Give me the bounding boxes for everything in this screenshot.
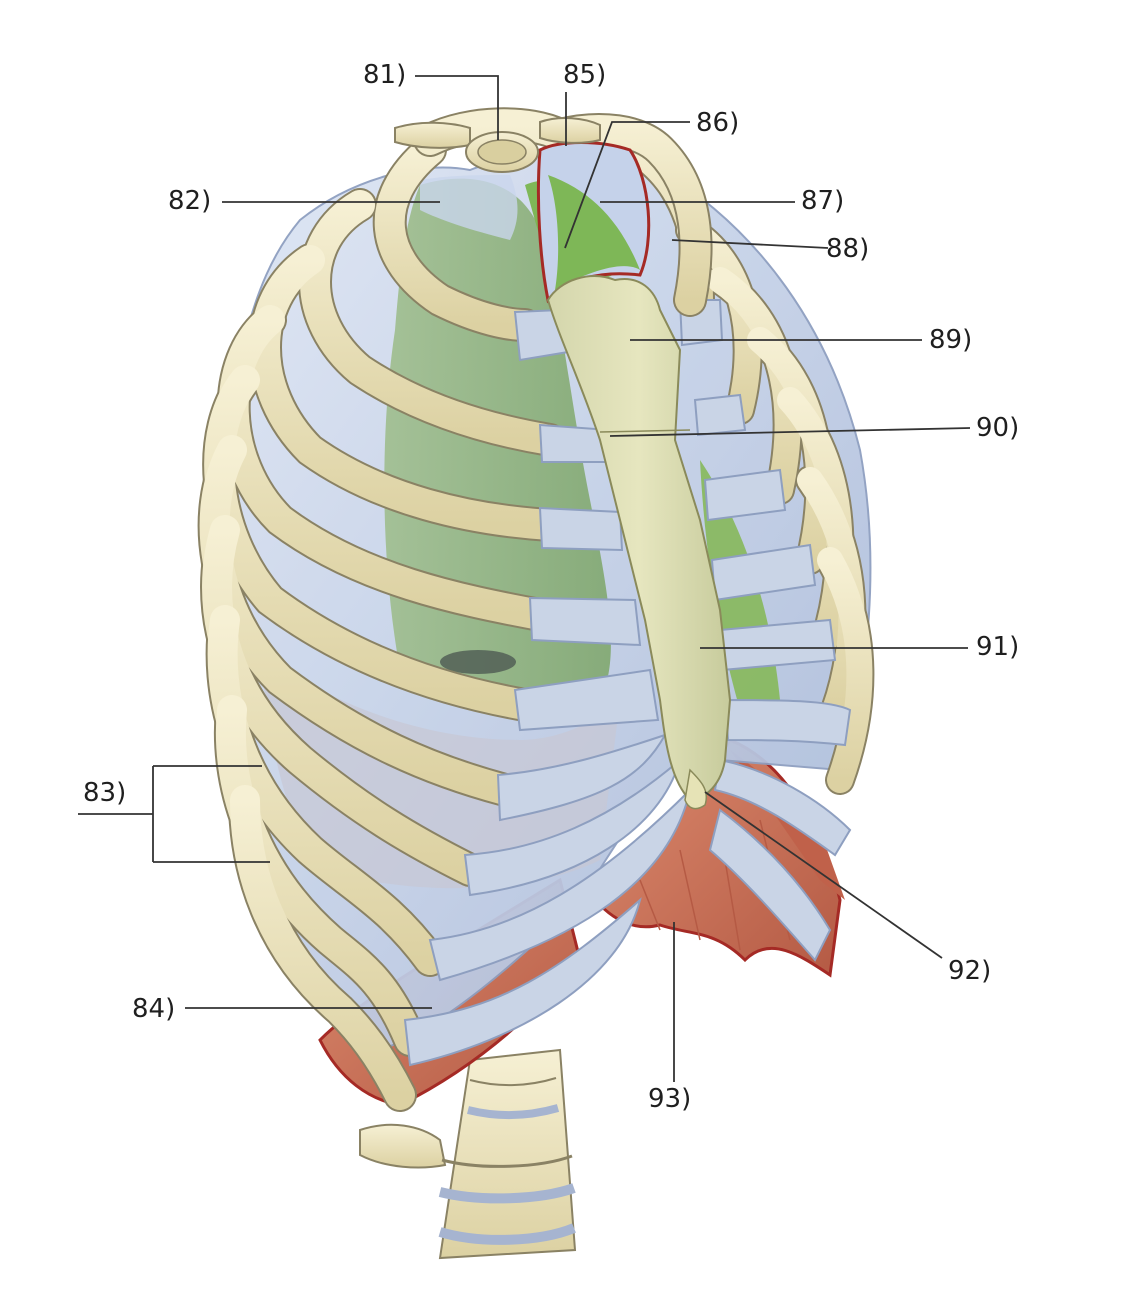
label-91: 91) [976,632,1020,662]
label-88: 88) [826,234,870,264]
sternum [546,275,732,810]
costal-cartilages-right [678,299,852,962]
leader-line-83 [78,765,270,863]
leader-line-86 [564,121,690,249]
label-84: 84) [132,994,176,1024]
costal-cartilages [403,308,692,1067]
ribs [197,133,567,1112]
label-93: 93) [648,1084,692,1114]
leader-lines [78,75,971,1082]
label-89: 89) [929,325,973,355]
label-92: 92) [948,956,992,986]
leader-line-81 [415,75,499,140]
label-83: 83) [83,778,127,808]
leader-line-88 [671,239,829,249]
label-81: 81) [363,60,407,90]
label-82: 82) [168,186,212,216]
label-87: 87) [801,186,845,216]
label-85: 85) [563,60,607,90]
top-vertebra [394,117,601,173]
leader-line-92 [704,791,943,959]
label-86: 86) [696,108,740,138]
leader-line-90 [609,427,971,437]
vertebral-column [359,1048,577,1260]
label-90: 90) [976,413,1020,443]
